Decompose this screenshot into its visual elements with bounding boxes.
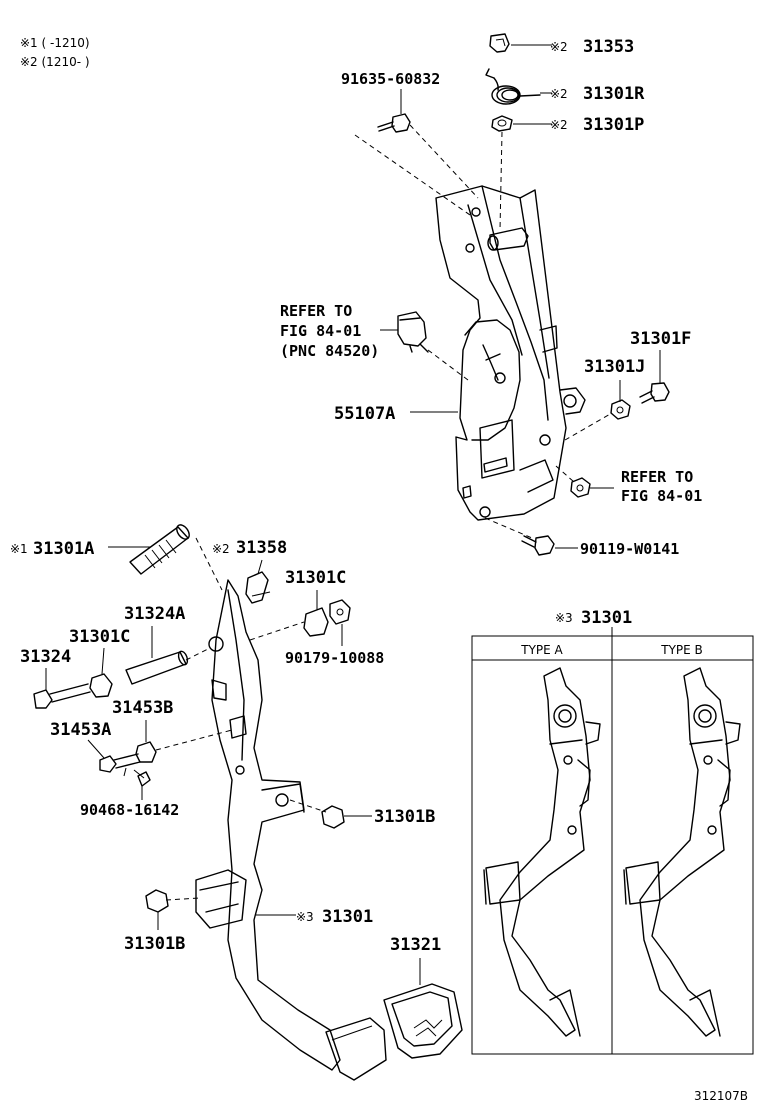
inset-type-a: TYPE A: [520, 643, 563, 657]
clip-31353[interactable]: [489, 33, 510, 53]
bushing-31453B[interactable]: [135, 741, 157, 763]
figure-id: 312107B: [694, 1089, 748, 1103]
bushing-31301P[interactable]: [491, 115, 513, 132]
pin-31453A[interactable]: [99, 753, 145, 779]
collar-31324A[interactable]: [125, 650, 189, 685]
mark-31301R: ※2: [550, 87, 568, 101]
refer-nut-line2: FIG 84-01: [621, 487, 702, 505]
stopper-31301B-right[interactable]: [321, 805, 345, 829]
pedal-type-a[interactable]: [483, 667, 601, 1037]
bolt-31324[interactable]: [33, 683, 91, 709]
label-31301J: 31301J: [584, 357, 645, 377]
clip-31358[interactable]: [245, 571, 271, 604]
mark-31358: ※2: [212, 542, 230, 556]
label-90119-W0141: 90119-W0141: [580, 540, 679, 558]
label-31301R: 31301R: [583, 84, 645, 104]
label-31321: 31321: [390, 935, 441, 955]
mark-31353: ※2: [550, 40, 568, 54]
refer-sensor-line2: FIG 84-01: [280, 322, 361, 340]
mark-31301A: ※1: [10, 542, 28, 556]
label-31301-inset: 31301: [581, 608, 632, 628]
refer-sensor-line1: REFER TO: [280, 302, 352, 320]
refer-nut-line1: REFER TO: [621, 468, 693, 486]
label-31301C-left: 31301C: [69, 627, 130, 647]
label-90179-10088: 90179-10088: [285, 649, 384, 667]
label-31301A: 31301A: [33, 539, 94, 559]
bushing-31301C-left[interactable]: [89, 673, 113, 698]
label-31453B: 31453B: [112, 698, 173, 718]
label-31324A: 31324A: [124, 604, 185, 624]
bracket-55107A[interactable]: [435, 185, 586, 521]
label-91635-60832: 91635-60832: [341, 70, 440, 88]
note-2: ※2 (1210- ): [20, 55, 90, 69]
mark-31301P: ※2: [550, 118, 568, 132]
label-31358: 31358: [236, 538, 287, 558]
bolt-91635-60832[interactable]: [377, 113, 411, 133]
mark-31301-main: ※3: [296, 910, 314, 924]
label-31301B-left: 31301B: [124, 934, 185, 954]
pedal-arm-31301[interactable]: [195, 579, 341, 1071]
pedal-type-b[interactable]: [623, 667, 741, 1037]
note-1: ※1 ( -1210): [20, 36, 90, 50]
label-55107A: 55107A: [334, 404, 395, 424]
pad-cover-31321[interactable]: [383, 983, 463, 1059]
nut-90179-10088[interactable]: [329, 599, 351, 625]
bolt-31301F[interactable]: [639, 382, 670, 404]
label-31301B-right: 31301B: [374, 807, 435, 827]
spring-31301R[interactable]: [485, 68, 541, 105]
stopper-31301B-left[interactable]: [145, 889, 169, 913]
nut-refer-84-01[interactable]: [570, 477, 591, 498]
bolt-90119-W0141[interactable]: [521, 535, 555, 556]
clip-90468-16142[interactable]: [137, 771, 151, 787]
label-31301C-right: 31301C: [285, 568, 346, 588]
label-31301P: 31301P: [583, 115, 644, 135]
nut-31301J[interactable]: [610, 399, 631, 420]
label-31301-main: 31301: [322, 907, 373, 927]
label-31453A: 31453A: [50, 720, 111, 740]
label-31353: 31353: [583, 37, 634, 57]
refer-sensor-line3: (PNC 84520): [280, 342, 379, 360]
mark-31301-inset: ※3: [555, 611, 573, 625]
spring-31301A[interactable]: [129, 523, 192, 575]
label-31324: 31324: [20, 647, 71, 667]
sensor-connector[interactable]: [397, 311, 429, 353]
pedal-pad[interactable]: [325, 1017, 387, 1081]
bushing-31301C-right[interactable]: [303, 607, 329, 637]
label-31301F: 31301F: [630, 329, 691, 349]
label-90468-16142: 90468-16142: [80, 801, 179, 819]
inset-type-b: TYPE B: [660, 643, 703, 657]
